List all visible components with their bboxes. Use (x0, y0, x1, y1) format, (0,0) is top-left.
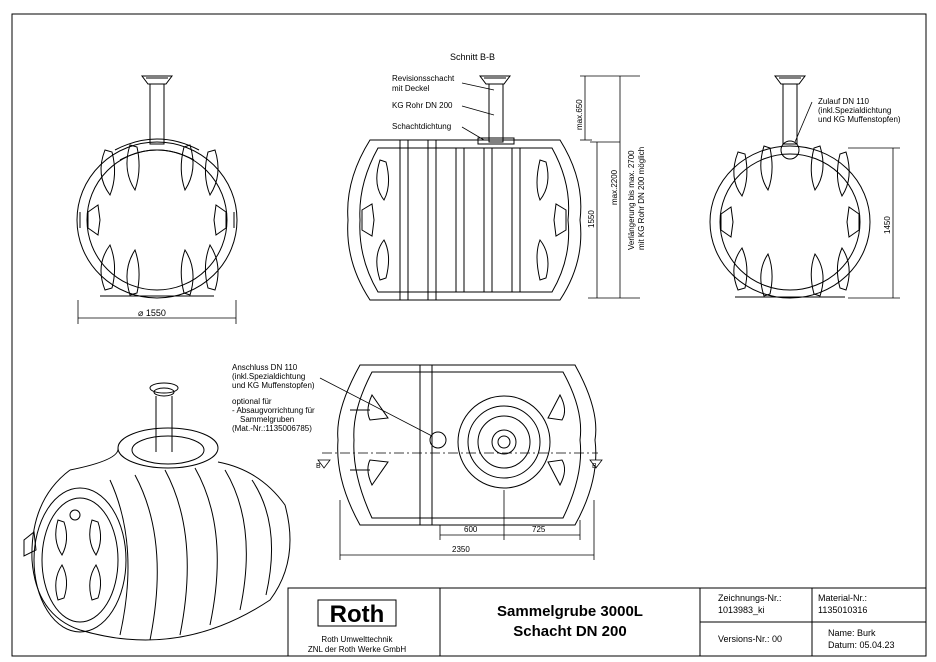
label-anschluss-1: Anschluss DN 110 (232, 363, 298, 372)
section-title: Schnitt B-B (450, 52, 495, 62)
section-line-bb (317, 452, 603, 469)
label-mit-deckel: mit Deckel (392, 84, 430, 93)
section-dimensions (461, 75, 640, 299)
label-optional-2: - Absaugvorrichtung für (232, 406, 315, 415)
label-zulauf-3: und KG Muffenstopfen) (818, 115, 901, 124)
dimension-label-max650: max.650 (575, 99, 584, 130)
label-schachtdichtung: Schachtdichtung (392, 122, 451, 131)
dimension-label-1550-vertical: 1550 (587, 210, 596, 228)
side-view-right (709, 75, 871, 299)
drawing-title-1: Sammelgrube 3000L (497, 603, 643, 620)
drawing-number-label: Zeichnungs-Nr.: (718, 593, 782, 603)
company-logo: Roth (330, 601, 385, 628)
dimension-dia1550 (77, 300, 237, 324)
label-anschluss-2: (inkl.Spezialdichtung (232, 372, 305, 381)
dimension-label-2350: 2350 (452, 545, 470, 554)
label-anschluss-3: und KG Muffenstopfen) (232, 381, 315, 390)
drawing-title-2: Schacht DN 200 (513, 623, 626, 640)
label-zulauf-2: (inkl.Spezialdichtung (818, 106, 891, 115)
dimension-label-dia1550: ⌀ 1550 (138, 308, 166, 318)
top-view-dimensions (319, 377, 595, 560)
dimension-1450 (794, 101, 900, 299)
isometric-view (23, 382, 291, 641)
label-zulauf-1: Zulauf DN 110 (818, 97, 870, 106)
dimension-label-max2200: max.2200 (610, 169, 619, 205)
label-kg-rohr: KG Rohr DN 200 (392, 101, 453, 110)
section-marker-right: B (592, 463, 597, 470)
company-name-2: ZNL der Roth Werke GmbH (308, 645, 406, 654)
label-optional-4: (Mat.-Nr.:1135006785) (232, 424, 312, 433)
dimension-label-extension-2: mit KG Rohr DN 200 möglich (637, 147, 646, 250)
side-view-left (76, 75, 238, 299)
section-view-center (347, 75, 582, 301)
dimension-label-600: 600 (464, 525, 478, 534)
author-name: Name: Burk (828, 628, 876, 638)
version-number: Versions-Nr.: 00 (718, 634, 782, 644)
top-view (337, 364, 597, 526)
label-optional-3: Sammelgruben (240, 415, 294, 424)
material-number: 1135010316 (818, 605, 867, 615)
dimension-label-extension-1: Verlängerung bis max. 2700 (627, 150, 636, 250)
dimension-label-725: 725 (532, 525, 546, 534)
section-marker-left: B (316, 463, 321, 470)
drawing-number: 1013983_ki (718, 605, 765, 615)
drawing-frame (11, 13, 927, 657)
company-name-1: Roth Umwelttechnik (321, 635, 393, 644)
material-number-label: Material-Nr.: (818, 593, 867, 603)
label-optional-1: optional für (232, 397, 272, 406)
label-revisionsschacht: Revisionsschacht (392, 74, 455, 83)
drawing-date: Datum: 05.04.23 (828, 640, 895, 650)
title-block (287, 587, 927, 657)
dimension-label-1450: 1450 (883, 216, 892, 234)
